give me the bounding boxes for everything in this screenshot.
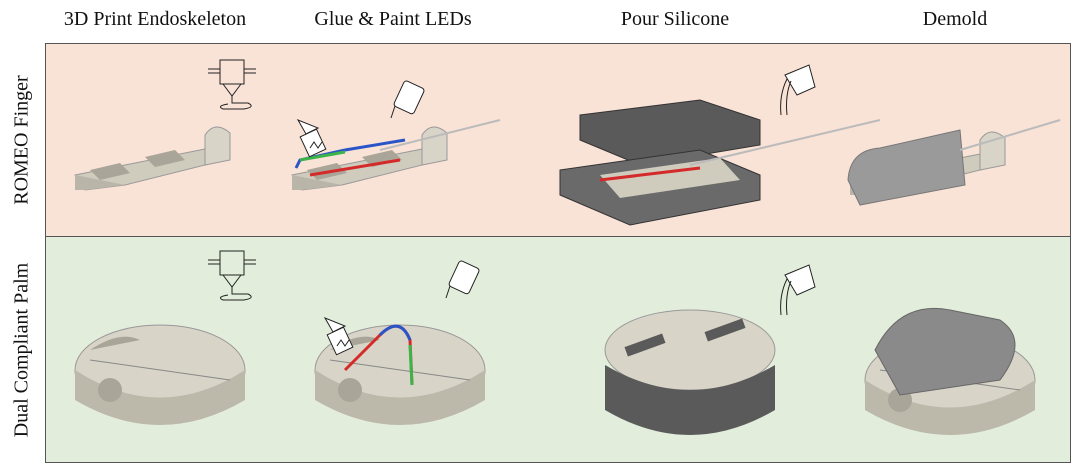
column-title-pour: Pour Silicone bbox=[620, 8, 730, 30]
column-title-demold: Demold bbox=[922, 8, 988, 30]
column-title-glue-paint: Glue & Paint LEDs bbox=[314, 8, 472, 30]
column-title-print: 3D Print Endoskeleton bbox=[63, 8, 247, 30]
